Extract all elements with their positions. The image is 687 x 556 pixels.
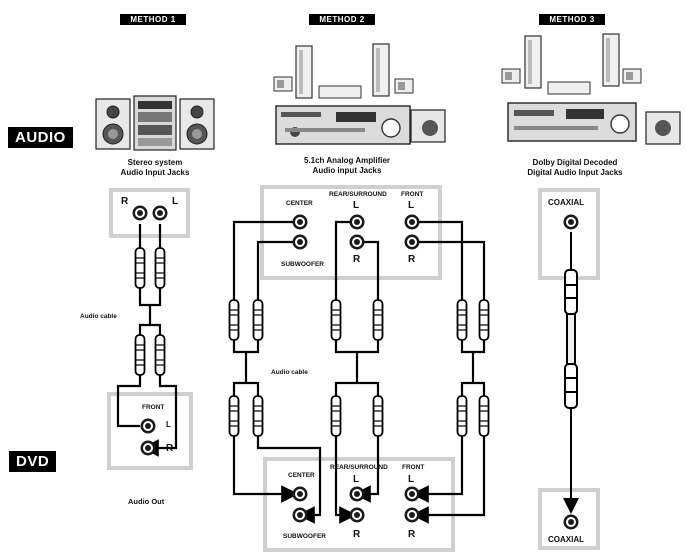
m1-audio-out-label: Audio Out xyxy=(128,497,165,506)
m2-bot-r1-label: R xyxy=(353,529,361,540)
m2-top-front-label: FRONT xyxy=(401,191,424,198)
m2-top-l1-label: L xyxy=(353,200,360,211)
m1-bot-r-label: R xyxy=(166,443,174,454)
m2-top-l2-label: L xyxy=(408,200,415,211)
dvd-label: DVD xyxy=(9,451,57,472)
stereo-system-icon xyxy=(95,95,215,151)
audio-label: AUDIO xyxy=(8,127,73,148)
m2-top-rear-label: REAR/SURROUND xyxy=(329,191,387,198)
m1-front-label: FRONT xyxy=(142,404,165,411)
m2-wires xyxy=(232,220,486,524)
m1-cable-label: Audio cable xyxy=(80,313,117,320)
m2-bot-rear-label: REAR/SURROUND xyxy=(330,464,388,471)
m2-top-r2-label: R xyxy=(408,254,416,265)
m2-cable-label: Audio cable xyxy=(271,369,308,376)
m1-top-l-label: L xyxy=(172,196,179,207)
m2-bot-r2-label: R xyxy=(408,529,416,540)
m2-bot-front-label: FRONT xyxy=(402,464,425,471)
method-3-tag: METHOD 3 xyxy=(539,14,605,25)
m3-bottom-coaxial-label: COAXIAL xyxy=(548,535,584,544)
m1-top-r-label: R xyxy=(121,196,129,207)
panel-frames xyxy=(107,185,600,552)
m3-top-coaxial-label: COAXIAL xyxy=(548,198,584,207)
m2-top-center-label: CENTER xyxy=(286,200,313,207)
analog-amplifier-icon xyxy=(273,43,446,145)
m2-bot-l1-label: L xyxy=(353,474,360,485)
m2-bot-center-label: CENTER xyxy=(288,472,315,479)
m1-bot-l-label: L xyxy=(166,420,171,429)
dolby-amplifier-icon xyxy=(501,33,681,145)
method-1-tag: METHOD 1 xyxy=(120,14,186,25)
m3-coax-cable xyxy=(563,232,579,514)
m2-top-sub-label: SUBWOOFER xyxy=(281,261,324,268)
m2-top-r1-label: R xyxy=(353,254,361,265)
m1-wires xyxy=(116,224,178,457)
m2-bot-sub-label: SUBWOOFER xyxy=(283,533,326,540)
m2-bot-l2-label: L xyxy=(408,474,415,485)
method-2-tag: METHOD 2 xyxy=(309,14,375,25)
